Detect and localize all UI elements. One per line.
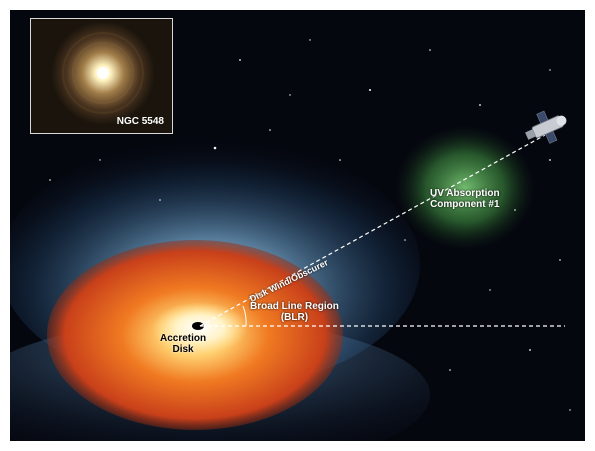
line-of-sight	[199, 134, 546, 327]
illustration-frame: NGC 5548 UV Absorption Component #1 Disk…	[10, 10, 585, 441]
uv-label-line1: UV Absorption	[430, 188, 500, 199]
blr-label-line1: Broad Line Region	[250, 301, 339, 312]
uv-absorption-cloud	[395, 126, 535, 250]
uv-absorption-label: UV Absorption Component #1	[430, 188, 500, 210]
uv-label-line2: Component #1	[430, 199, 500, 210]
blr-label: Broad Line Region (BLR)	[250, 301, 339, 323]
accretion-disk-label: Accretion Disk	[160, 333, 206, 355]
disk-label-line2: Disk	[172, 344, 194, 355]
agn-illustration	[10, 10, 585, 441]
black-hole	[192, 322, 204, 330]
hubble-telescope-icon	[525, 110, 567, 144]
disk-label-line1: Accretion	[160, 333, 207, 344]
inset-title: NGC 5548	[116, 116, 164, 127]
inclination-arc	[242, 305, 247, 327]
ngc5548-image	[31, 19, 172, 133]
galaxy-inset: NGC 5548	[30, 18, 173, 134]
blr-label-line2: (BLR)	[280, 312, 309, 323]
